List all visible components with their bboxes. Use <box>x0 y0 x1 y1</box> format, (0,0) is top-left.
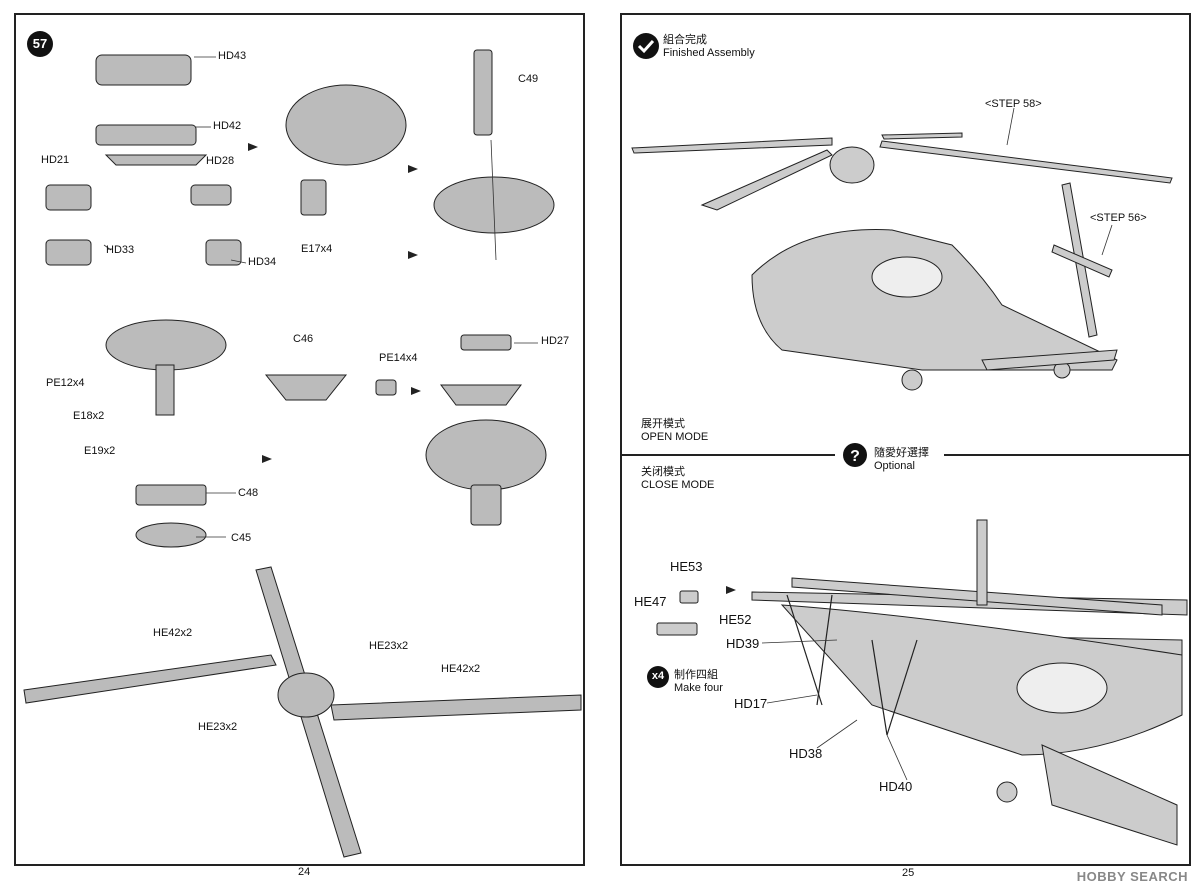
label-he52: HE52 <box>719 612 752 627</box>
right-page-diagram: ? <box>622 33 1189 846</box>
label-pe14: PE14x4 <box>379 352 418 364</box>
finished-en: Finished Assembly <box>663 47 755 59</box>
close-mode-caption: 关闭模式 CLOSE MODE <box>641 466 714 492</box>
label-c49: C49 <box>518 73 539 85</box>
label-hd33: HD33 <box>106 244 135 256</box>
label-he42-right: HE42x2 <box>441 663 481 675</box>
open-mode-caption: 展开模式 OPEN MODE <box>641 418 708 444</box>
watermark-logo: HOBBY SEARCH <box>1076 869 1188 884</box>
label-hd42: HD42 <box>213 120 242 132</box>
label-hd40: HD40 <box>879 779 913 794</box>
optional-zh: 隨愛好選擇 <box>874 447 929 459</box>
label-he23-bottom: HE23x2 <box>198 721 238 733</box>
left-page-diagram <box>23 31 582 858</box>
label-e18: E18x2 <box>73 410 105 422</box>
label-c46: C46 <box>293 333 314 345</box>
step-number: 57 <box>32 36 48 51</box>
open-mode-en: OPEN MODE <box>641 431 709 443</box>
open-mode-zh: 展开模式 <box>641 418 685 430</box>
label-hd21: HD21 <box>41 154 70 166</box>
rotor-head-top <box>95 54 192 86</box>
label-hd39: HD39 <box>726 636 760 651</box>
optional-en: Optional <box>874 460 915 472</box>
page-number-left: 24 <box>298 866 311 878</box>
label-hd34: HD34 <box>248 256 277 268</box>
label-step58: <STEP 58> <box>985 98 1042 110</box>
optional-caption: 隨愛好選擇 Optional <box>874 447 929 473</box>
label-he53: HE53 <box>670 559 703 574</box>
make-four-caption: 制作四組 Make four <box>674 669 723 695</box>
finished-zh: 組合完成 <box>663 34 707 46</box>
make-four-en: Make four <box>674 682 723 694</box>
label-step56: <STEP 56> <box>1090 212 1147 224</box>
label-hd38: HD38 <box>789 746 823 761</box>
finished-assembly-caption: 組合完成 Finished Assembly <box>663 34 755 60</box>
svg-text:?: ? <box>850 448 860 465</box>
close-mode-en: CLOSE MODE <box>641 479 715 491</box>
page-number-right: 25 <box>902 867 915 879</box>
label-he23-top: HE23x2 <box>369 640 409 652</box>
left-page: 57 HD43 HD42 HD21 HD28 HD33 HD34 C49 E17… <box>14 13 585 878</box>
label-hd43: HD43 <box>218 50 247 62</box>
label-c45: C45 <box>231 532 252 544</box>
label-e17: E17x4 <box>301 243 333 255</box>
label-hd17: HD17 <box>734 696 768 711</box>
close-mode-zh: 关闭模式 <box>641 466 685 478</box>
label-hd28: HD28 <box>206 155 235 167</box>
label-he42-left: HE42x2 <box>153 627 193 639</box>
make-four-zh: 制作四組 <box>674 669 718 681</box>
label-c48: C48 <box>238 487 259 499</box>
right-page: ? <box>620 13 1191 879</box>
label-e19: E19x2 <box>84 445 116 457</box>
make-four-count: x4 <box>651 670 665 682</box>
label-he47: HE47 <box>634 594 667 609</box>
label-pe12: PE12x4 <box>46 377 85 389</box>
label-hd27: HD27 <box>541 335 570 347</box>
